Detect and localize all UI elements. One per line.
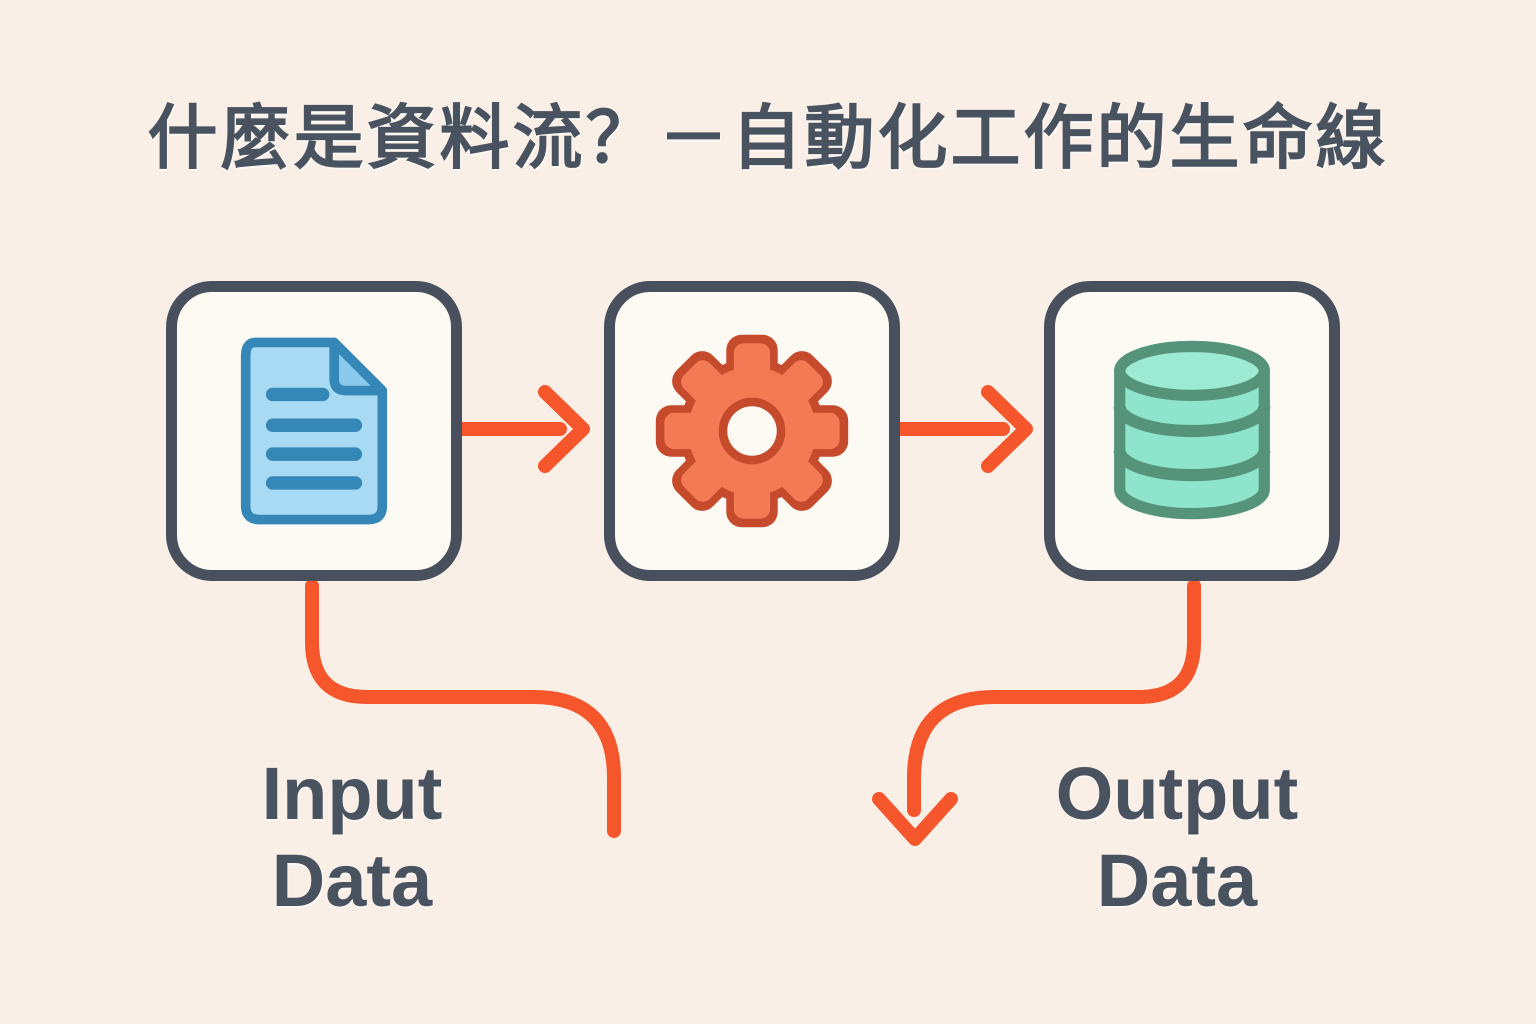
output-database-node	[1044, 281, 1340, 581]
output-data-label-line2: Data	[1096, 839, 1258, 923]
database-icon	[1113, 340, 1271, 520]
arrow-input-to-process-head-icon	[538, 385, 590, 473]
input-data-label: Input Data	[172, 750, 532, 925]
input-data-connector-curve	[305, 579, 621, 838]
output-data-label: Output Data	[997, 750, 1357, 925]
input-data-label-line1: Input	[261, 752, 443, 835]
output-data-label-line1: Output	[1055, 752, 1299, 835]
page-title: 什麼是資料流？－自動化工作的生命線	[147, 99, 1389, 177]
arrow-process-to-output-head-icon	[981, 385, 1033, 473]
gear-icon	[655, 334, 849, 528]
input-data-label-line2: Data	[271, 839, 433, 923]
process-gear-node	[604, 281, 900, 581]
input-document-node	[166, 281, 462, 581]
output-data-connector-curve	[907, 579, 1201, 817]
output-arrow-head-icon	[872, 792, 958, 846]
document-icon	[240, 337, 388, 525]
